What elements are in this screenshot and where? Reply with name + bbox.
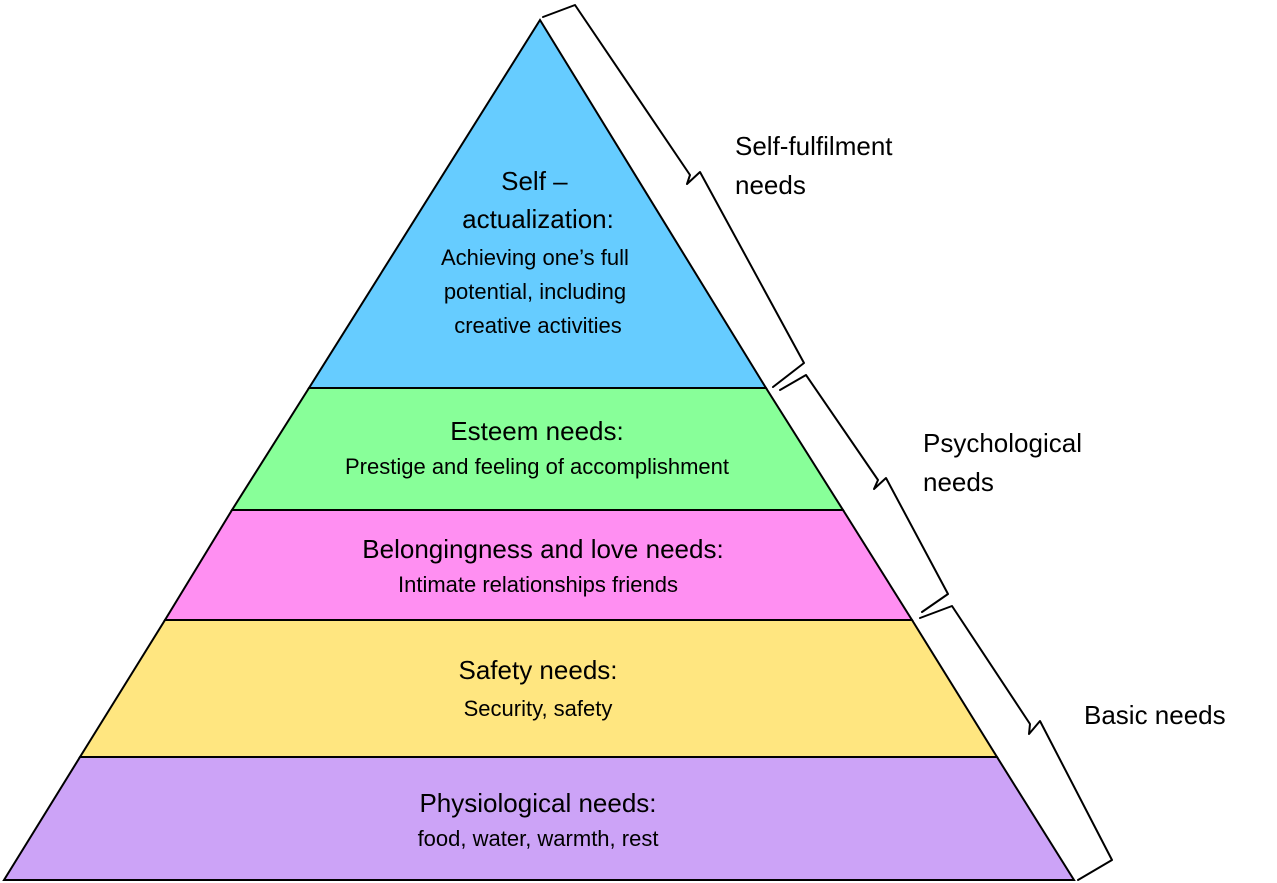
group-psychological-label: Psychological needs — [923, 428, 1089, 497]
tier-safety-shape — [78, 619, 999, 758]
group-basic-label: Basic needs — [1084, 700, 1226, 730]
group-self-fulfilment-brace — [542, 4, 805, 388]
tier-esteem-description: Prestige and feeling of accomplishment — [345, 454, 729, 479]
group-self-fulfilment: Self-fulfilment needs — [542, 4, 900, 388]
tier-belongingness-title: Belongingness and love needs: — [362, 534, 723, 564]
tier-belongingness-shape — [163, 509, 914, 621]
group-label-line: needs — [923, 467, 994, 497]
tier-self-actualization: Self – actualization: Achieving one’s fu… — [307, 18, 768, 389]
tier-self-actualization-description: Achieving one’s full potential, includin… — [441, 245, 635, 338]
tier-physiological: Physiological needs: food, water, warmth… — [2, 756, 1076, 881]
tier-description-line: potential, including — [444, 279, 626, 304]
tier-self-actualization-title: Self – actualization: — [462, 166, 614, 234]
tier-safety-description: Security, safety — [464, 696, 613, 721]
tier-belongingness: Belongingness and love needs: Intimate r… — [163, 509, 914, 621]
tier-safety-title: Safety needs: — [459, 655, 618, 685]
tier-title-line: Self – — [501, 166, 568, 196]
tier-physiological-description: food, water, warmth, rest — [418, 826, 659, 851]
tier-esteem: Esteem needs: Prestige and feeling of ac… — [230, 387, 845, 511]
group-psychological-brace — [779, 374, 949, 613]
group-self-fulfilment-label: Self-fulfilment needs — [735, 131, 900, 200]
tier-esteem-shape — [230, 387, 845, 511]
tier-description-line: creative activities — [454, 313, 622, 338]
tier-title-line: actualization: — [462, 204, 614, 234]
tier-belongingness-description: Intimate relationships friends — [398, 572, 678, 597]
tier-physiological-title: Physiological needs: — [419, 788, 656, 818]
tier-description-line: Achieving one’s full — [441, 245, 629, 270]
group-basic: Basic needs — [919, 605, 1226, 881]
group-label-line: Psychological — [923, 428, 1082, 458]
group-psychological: Psychological needs — [779, 374, 1089, 613]
tier-physiological-shape — [2, 756, 1076, 881]
group-basic-brace — [919, 605, 1113, 881]
group-label-line: Self-fulfilment — [735, 131, 893, 161]
tier-esteem-title: Esteem needs: — [450, 416, 623, 446]
tier-safety: Safety needs: Security, safety — [78, 619, 999, 758]
group-label-line: needs — [735, 170, 806, 200]
